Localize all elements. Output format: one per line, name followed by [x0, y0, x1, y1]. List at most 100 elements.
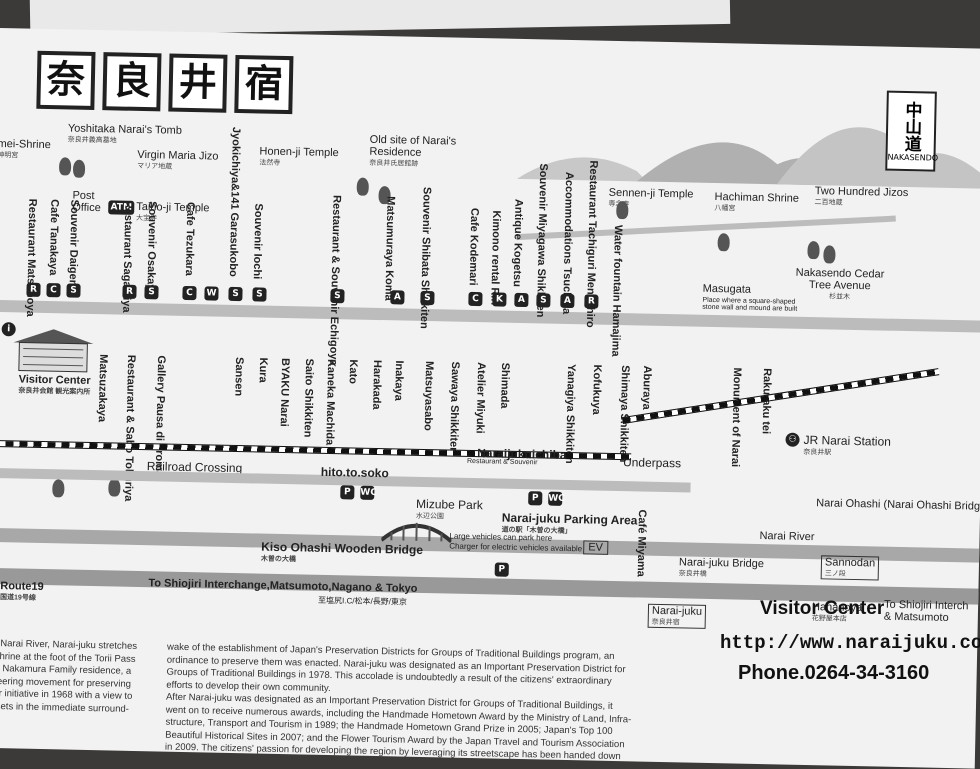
shop-label: Kaneka Machida [323, 358, 338, 446]
parking-icon: P [528, 491, 543, 506]
shop-label: Restaurant Matsunoya [23, 198, 39, 317]
logo-kanji: 中山道 [900, 100, 922, 152]
shop-label: Harakada [370, 359, 384, 410]
shop-label: Souvenir Osakaya [144, 201, 159, 297]
cafe-icon: C [46, 283, 61, 298]
contact-url-link[interactable]: http://www.naraijuku.com/ [720, 632, 980, 654]
accommodation-icon: A [390, 290, 405, 305]
restaurant-icon: R [584, 294, 599, 309]
masugata-desc: Place where a square-shaped stone wall a… [702, 296, 798, 313]
shop-label: BYAKU Narai [277, 357, 292, 427]
tree-icon [807, 240, 820, 260]
restroom-icon: WC [360, 485, 377, 500]
shop-label: Kofukuya [590, 364, 604, 415]
tree-icon [108, 478, 121, 497]
souvenir-icon: S [536, 293, 551, 308]
shop-label: Shimada [498, 362, 512, 409]
souvenir-icon: S [420, 290, 435, 306]
contact-heading: Visitor Center [760, 598, 885, 619]
shop-label: Aburaya [640, 365, 654, 410]
shop-label: Sawaya Shikkiten [447, 361, 462, 455]
ev-label: EV [583, 540, 609, 555]
rental-icon: K [492, 292, 507, 307]
restaurant-icon: R [122, 284, 137, 299]
narai-ichiba-label: Naraijukuichiba [477, 446, 567, 462]
shop-label: Atelier Miyuki [473, 362, 488, 434]
souvenir-icon: S [330, 288, 345, 304]
nakasendo-logo: 中山道 NAKASENDO [885, 90, 938, 172]
underpass-label: Underpass [622, 455, 682, 471]
tree-icon [72, 159, 86, 178]
parking-icon: P [494, 562, 509, 577]
tree-icon [52, 479, 65, 498]
souvenir-icon: S [228, 286, 243, 302]
parking-icon: P [340, 485, 355, 500]
tree-icon [717, 233, 730, 252]
masugata-label: Masugata [702, 282, 752, 296]
title-char: 良 [102, 52, 162, 112]
shop-label: Souvenir Shibata Shikkiten [417, 186, 433, 329]
antique-icon: A [514, 292, 529, 308]
shop-label: Sansen [232, 356, 246, 397]
title-char: 宿 [234, 54, 294, 115]
visitor-center-building-icon [13, 329, 94, 373]
restaurant-icon: R [26, 282, 41, 297]
shop-label: Cafe Tezukara [182, 201, 197, 276]
contact-phone: Phone.0264-34-3160 [738, 662, 930, 684]
shop-label: Restaurant & Souvenir Echigoya [327, 194, 343, 366]
restroom-icon: WC [548, 491, 565, 506]
railway-line-east [621, 368, 940, 425]
map-title: 奈 良 井 宿 [36, 50, 294, 115]
shop-label: Antique Kogetsu [510, 198, 525, 288]
shop-label: Cafe Tanakaya [46, 199, 61, 276]
tree-icon [823, 245, 836, 264]
narai-ohashi-label: Narai Ohashi (Narai Ohashi Bridge) [816, 497, 980, 513]
shop-label: Cafe Kodemari [466, 207, 481, 286]
shop-label: Souvenir Iochi [250, 203, 265, 280]
mountains-illustration [516, 127, 980, 189]
accommodation-icon: A [560, 293, 575, 309]
shop-label: Matsumuraya Koma [382, 196, 397, 301]
shop-label: Jyokichiya&141 Garasukobo [226, 126, 242, 277]
wooden-bridge-icon [381, 522, 452, 544]
shop-label: Souvenir Daigen [66, 199, 81, 287]
souvenir-icon: S [66, 283, 81, 298]
cafe-icon: C [468, 291, 483, 307]
shop-label: Kura [256, 357, 270, 383]
cafe-icon: C [182, 285, 197, 301]
to-shiojiri-jp: 至塩尻I.C/松本/長野/東京 [317, 595, 408, 607]
shop-label: Water fountain Hamajima [609, 224, 625, 357]
intro-text-middle: wake of the establishment of Japan's Pre… [164, 641, 632, 763]
shop-label: Matsuzakaya [95, 354, 110, 423]
shop-label: Monument of Narai [728, 367, 744, 468]
tree-icon [616, 200, 629, 220]
shop-label: Saito Shikkiten [301, 358, 316, 438]
shop-label: Inakaya [392, 360, 406, 401]
shop-label: Shimaya Shikkiten [617, 365, 632, 463]
souvenir-icon: S [252, 287, 267, 302]
title-char: 井 [168, 53, 228, 113]
hito-label: hito.to.soko [320, 464, 389, 481]
to-shiojiri-right-label: To Shiojiri Interch & Matsumoto [883, 598, 969, 624]
cafe-miyama-label: Café Miyama [634, 509, 649, 577]
title-char: 奈 [36, 50, 96, 110]
shop-label: Matsuyasabo [421, 360, 436, 431]
train-icon: ⚇ [785, 432, 800, 447]
shop-label: Kato [346, 359, 360, 385]
